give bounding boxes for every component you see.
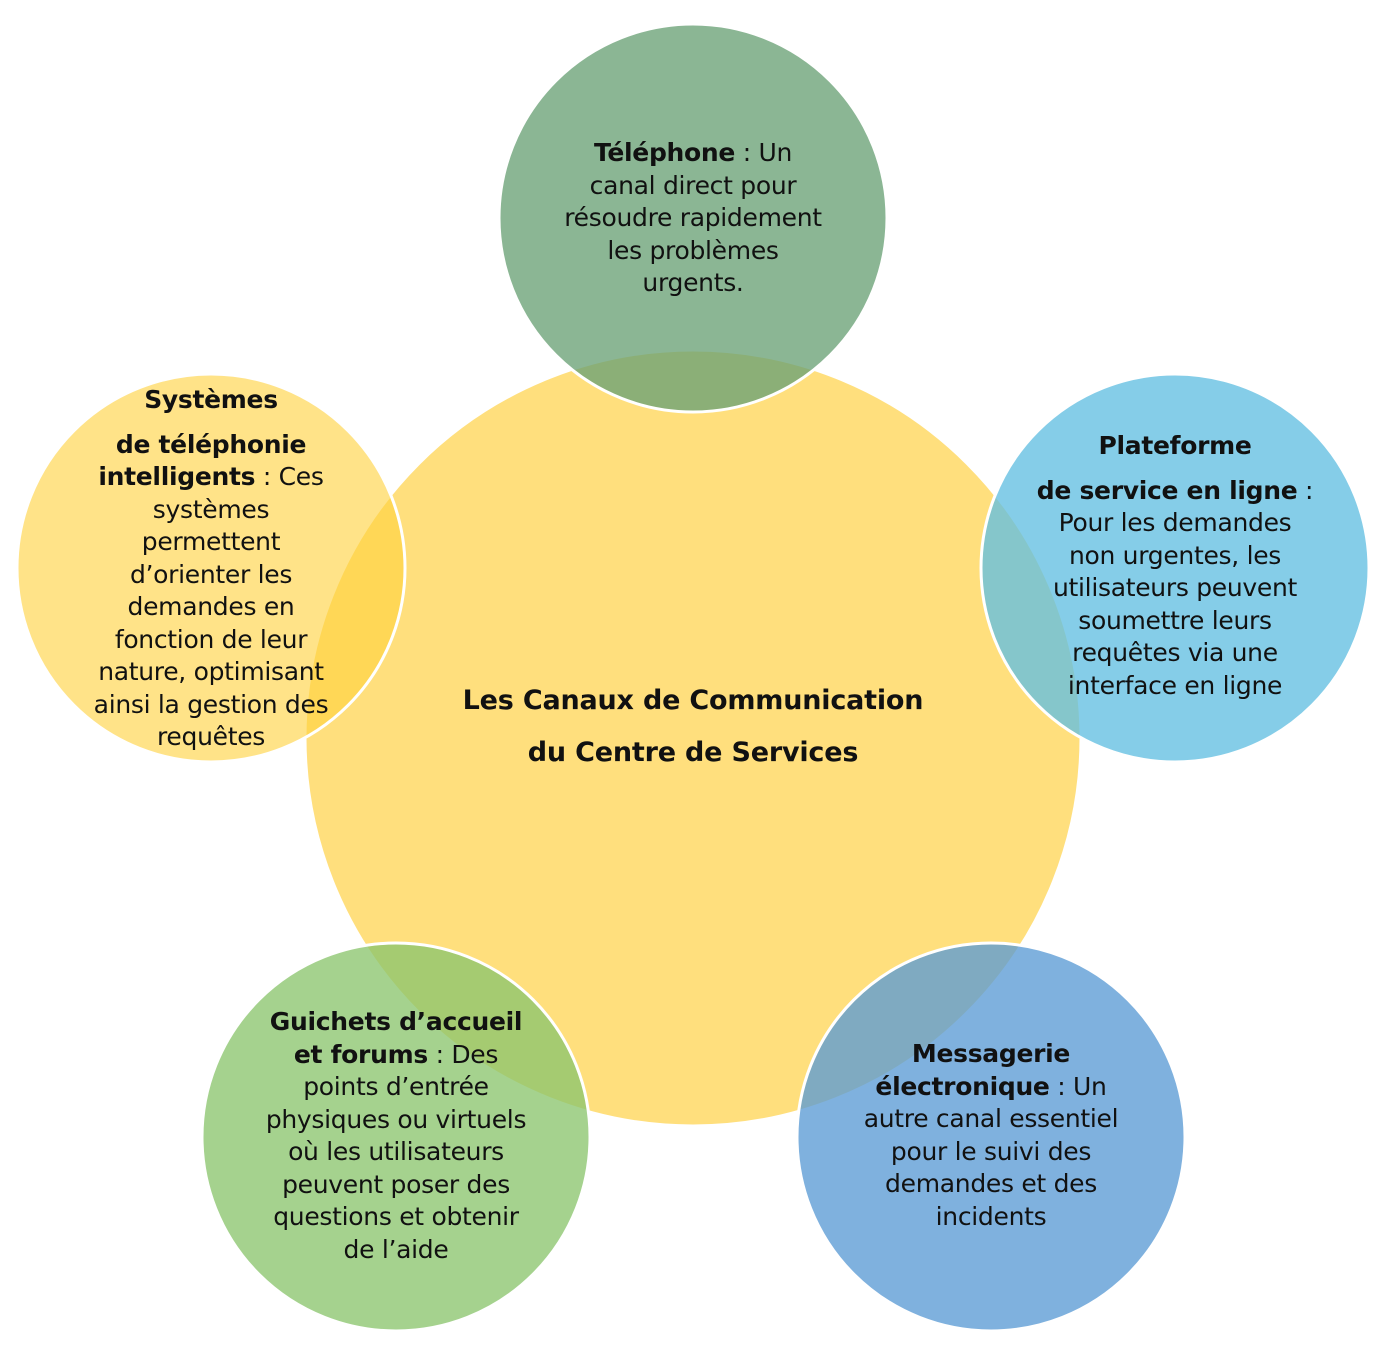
center-title: Les Canaux de Communication du Centre de… xyxy=(393,675,993,779)
node-label-messagerie: Messagerie électronique : Un autre canal… xyxy=(863,1039,1119,1231)
node-title-messagerie-1: Messagerie xyxy=(911,1039,1071,1068)
node-title-systemes-2: de téléphonie xyxy=(115,429,307,459)
node-title-plateforme-1: Plateforme xyxy=(1098,431,1252,460)
node-circle-messagerie xyxy=(795,941,1187,1333)
node-title-guichets-1: Guichets d’accueil xyxy=(269,1007,523,1036)
node-label-plateforme: Plateforme de service en ligne : Pour le… xyxy=(1036,431,1314,700)
center-title-line2: du Centre de Services xyxy=(527,737,859,768)
node-label-guichets: Guichets d’accueil et forums : Des point… xyxy=(265,1007,527,1264)
node-title-plateforme-2: de service en ligne xyxy=(1036,475,1298,505)
node-title-systemes-1: Systèmes xyxy=(144,385,278,414)
node-title-telephone: Téléphone xyxy=(593,138,736,167)
node-title-guichets-2: et forums xyxy=(293,1039,428,1069)
node-label-systemes: Systèmes de téléphonie intelligents : Ce… xyxy=(93,385,329,751)
node-circle-telephone xyxy=(497,22,889,414)
node-circle-plateforme xyxy=(979,372,1371,764)
node-circle-systemes xyxy=(15,372,407,764)
node-title-messagerie-2: électronique xyxy=(875,1071,1050,1101)
node-circle-guichets xyxy=(200,941,592,1333)
node-label-telephone: Téléphone : Un canal direct pour résoudr… xyxy=(564,138,822,297)
node-title-systemes-3: intelligents xyxy=(98,462,256,491)
center-title-line1: Les Canaux de Communication xyxy=(462,685,924,716)
